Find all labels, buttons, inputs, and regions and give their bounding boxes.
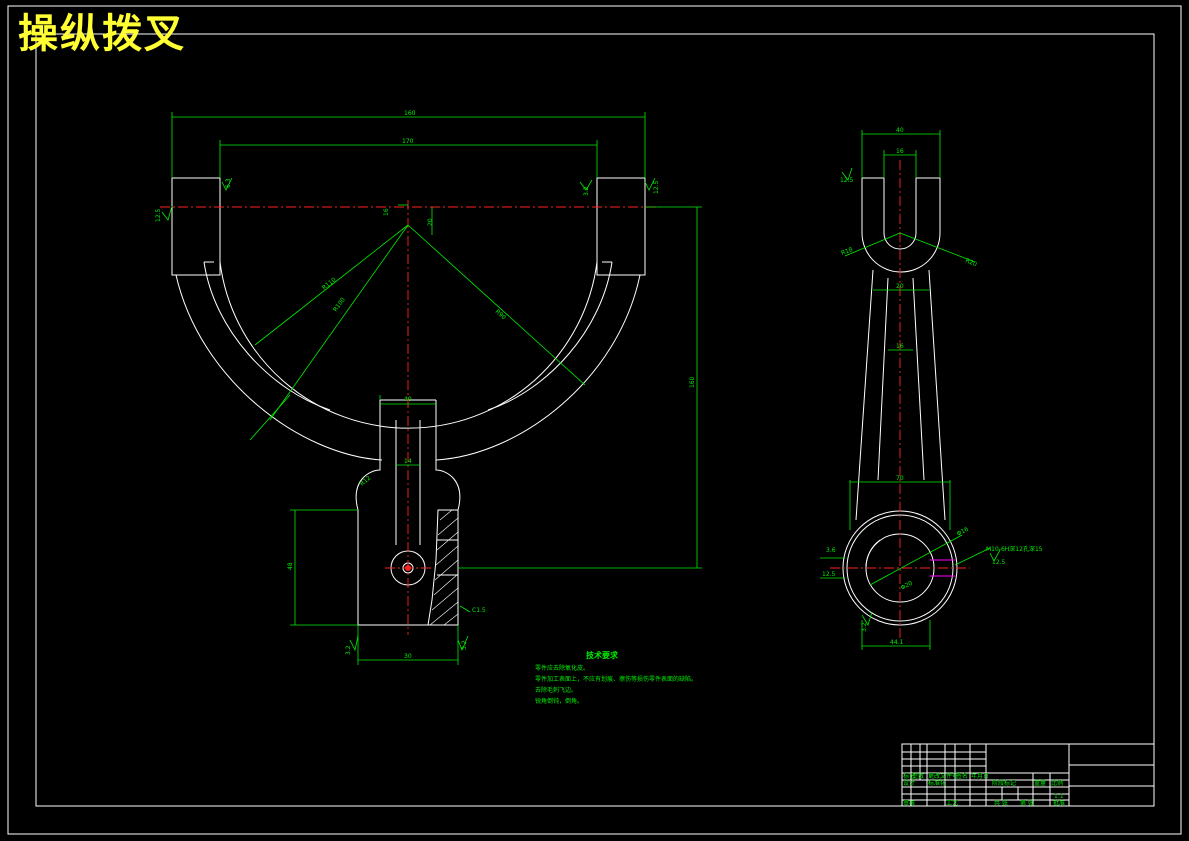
side-dim-slot-depth: 3.6 bbox=[826, 547, 836, 554]
dim-hub-width: 40 bbox=[404, 396, 412, 403]
dim-offset-1: 16 bbox=[383, 208, 390, 216]
dim-height: 160 bbox=[689, 376, 696, 388]
dim-overall-width: 160 bbox=[404, 110, 416, 117]
dim-r-outer: R110 bbox=[321, 276, 338, 291]
tb-process: 工艺 bbox=[946, 799, 958, 807]
dim-slot-width: 14 bbox=[404, 458, 412, 465]
tb-mark: 标记 bbox=[903, 772, 915, 780]
roughness-4: 12.5 bbox=[653, 180, 660, 194]
dim-offset-2: 20 bbox=[427, 218, 434, 226]
tb-stage-mark: 阶段标记 bbox=[992, 779, 1016, 787]
tech-requirement-1: 零件应去除氧化皮。 bbox=[535, 664, 589, 672]
side-dim-neck-width: 20 bbox=[896, 283, 904, 290]
side-dim-bottom-width: 44.1 bbox=[890, 639, 904, 646]
side-dim-note-tol: M10-6H深12孔深15 bbox=[986, 545, 1043, 553]
roughness-2: 12.5 bbox=[155, 208, 162, 222]
side-roughness-2: 12.5 bbox=[992, 559, 1006, 566]
title-block bbox=[901, 743, 1155, 807]
tb-weight: 重量 bbox=[1034, 779, 1046, 787]
dim-fillet: R12 bbox=[359, 474, 373, 487]
tb-scale-value: 1:1 bbox=[1054, 793, 1064, 800]
tb-sign: 签名 bbox=[956, 772, 968, 780]
roughness-1: 6.3 bbox=[225, 178, 232, 188]
tb-date: 年月日 bbox=[971, 772, 989, 780]
dim-inner-width: 170 bbox=[402, 138, 414, 145]
dim-chamfer: C1.5 bbox=[472, 607, 486, 614]
tb-approve: 批准 bbox=[1053, 799, 1065, 807]
dim-base-width: 30 bbox=[404, 653, 412, 660]
roughness-3: 3.2 bbox=[583, 186, 590, 196]
tech-requirement-4: 锐角倒钝，倒角。 bbox=[535, 697, 583, 705]
side-dim-hole-dia: Φ16 bbox=[956, 526, 970, 538]
side-dim-top-width: 40 bbox=[896, 127, 904, 134]
side-dim-lower-width: 70 bbox=[896, 475, 904, 482]
dim-r-inner: R100 bbox=[332, 296, 347, 313]
side-roughness-1: 12.5 bbox=[840, 177, 854, 184]
tb-review: 审核 bbox=[903, 799, 915, 807]
dim-pin-height: 48 bbox=[287, 562, 294, 570]
tb-standardize: 标准化 bbox=[928, 779, 946, 787]
inner-frame bbox=[35, 33, 1155, 807]
tb-scale: 比例 bbox=[1051, 779, 1063, 787]
outer-frame bbox=[7, 5, 1182, 835]
tb-sheet-num: 第 张 bbox=[1020, 799, 1034, 807]
dim-r-mid: R90 bbox=[494, 308, 508, 321]
roughness-6: 3.2 bbox=[461, 640, 468, 650]
side-dim-slot-width: 16 bbox=[896, 148, 904, 155]
tb-sheet-total: 共 张 bbox=[994, 799, 1008, 807]
side-roughness-3: 3.2 bbox=[861, 622, 868, 632]
side-roughness-4: 12.5 bbox=[822, 571, 836, 578]
tb-change-doc: 更改文件号 bbox=[928, 772, 958, 780]
side-view bbox=[820, 130, 1001, 650]
tb-count: 处数 bbox=[912, 772, 924, 780]
tech-requirements-heading: 技术要求 bbox=[586, 650, 619, 660]
tech-requirement-2: 零件加工表面上，不应有划痕、擦伤等损伤零件表面的缺陷。 bbox=[535, 675, 697, 683]
side-dim-radius-2: R20 bbox=[964, 257, 978, 268]
side-dim-radius-1: R18 bbox=[840, 246, 854, 257]
front-view bbox=[160, 112, 702, 665]
tech-requirement-3: 去除毛刺飞边。 bbox=[535, 686, 577, 694]
roughness-5: 3.2 bbox=[345, 645, 352, 655]
side-dim-arm-width: 16 bbox=[896, 343, 904, 350]
tb-designer: 设计 bbox=[903, 779, 915, 787]
drawing-title: 操纵拨叉 bbox=[18, 10, 186, 57]
side-dim-hole-dia-2: Φ20 bbox=[900, 580, 914, 592]
